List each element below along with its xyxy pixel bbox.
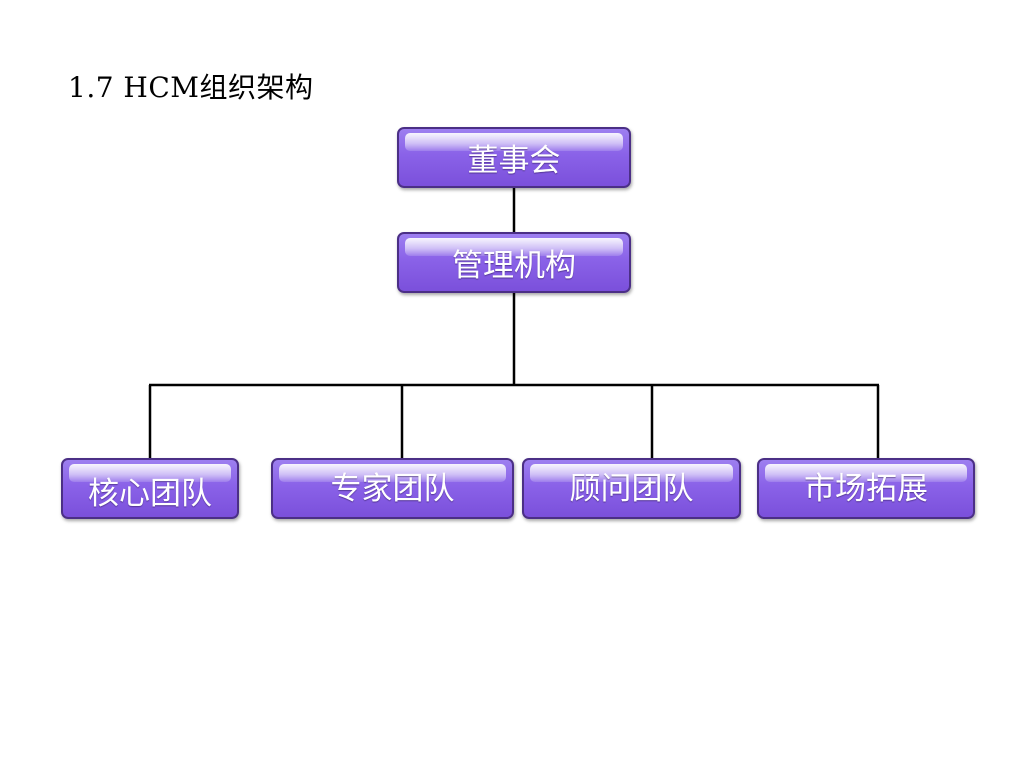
node-board-label: 董事会 [467, 143, 561, 179]
node-core-team: 核心团队 [61, 458, 239, 519]
node-expert-team: 专家团队 [271, 458, 514, 519]
node-board: 董事会 [397, 127, 631, 188]
node-advisor-team-label: 顾问团队 [569, 471, 694, 507]
node-core-team-label: 核心团队 [88, 476, 212, 512]
slide-title: 1.7 HCM组织架构 [68, 71, 314, 104]
node-management: 管理机构 [397, 232, 631, 293]
node-expert-team-label: 专家团队 [330, 471, 455, 507]
node-market-team: 市场拓展 [757, 458, 975, 519]
node-management-label: 管理机构 [452, 248, 576, 284]
node-advisor-team: 顾问团队 [522, 458, 741, 519]
node-market-team-label: 市场拓展 [804, 471, 928, 507]
